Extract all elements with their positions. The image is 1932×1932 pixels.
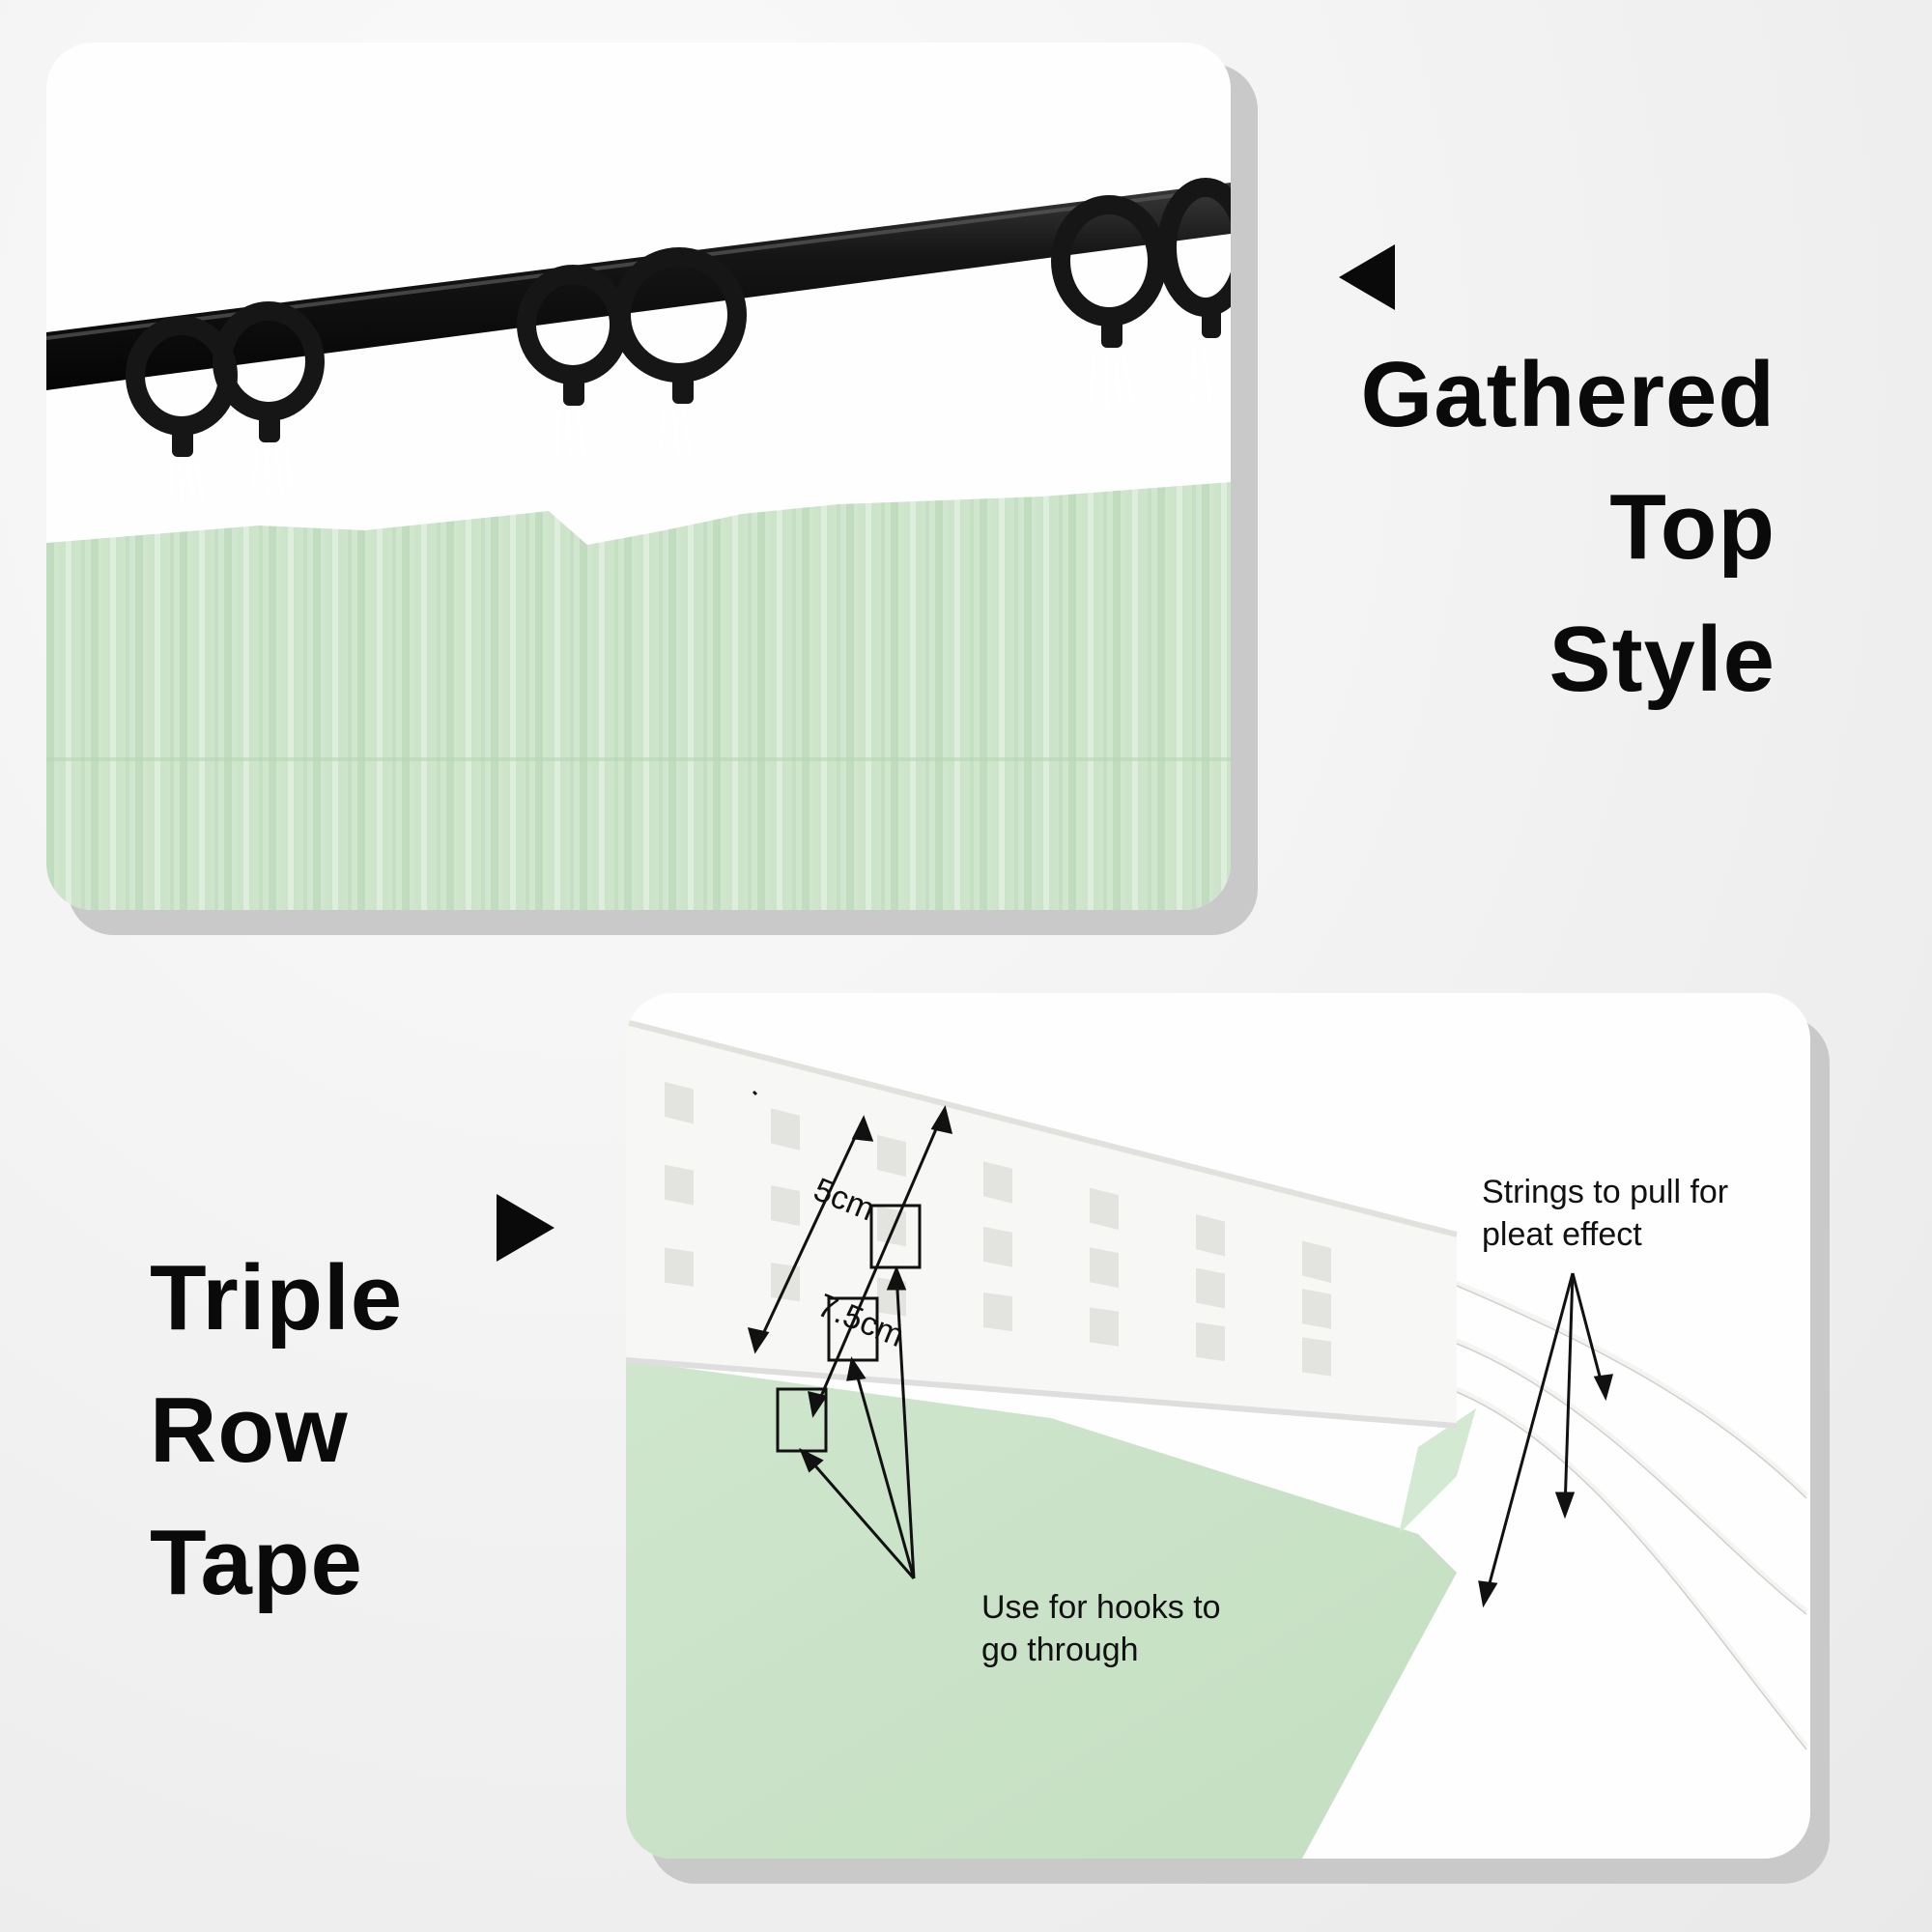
hooks-note: Use for hooks to go through [981, 1586, 1221, 1671]
heading-tape-photo: 5cm 7.5cm [626, 1019, 1808, 1859]
strings-note-line: Strings to pull for [1482, 1174, 1729, 1210]
top-photo-panel [46, 43, 1231, 910]
triangle-right-icon [497, 1194, 554, 1262]
heading-line: Triple [150, 1246, 404, 1350]
strings-note-line: pleat effect [1482, 1216, 1642, 1253]
heading-line: Style [1548, 608, 1776, 711]
triangle-left-icon [1339, 244, 1395, 310]
hooks-note-line: go through [981, 1632, 1139, 1668]
heading-line: Top [1609, 475, 1776, 579]
hooks-note-line: Use for hooks to [981, 1589, 1221, 1626]
heading-line: Tape [150, 1511, 363, 1614]
bottom-photo-panel: 5cm 7.5cm Strings to pull for [626, 993, 1810, 1859]
curtain-rings-photo [46, 178, 1231, 910]
strings-note: Strings to pull for pleat effect [1482, 1171, 1728, 1256]
triple-row-tape-heading: Triple Row Tape [150, 1232, 403, 1629]
heading-line: Row [150, 1378, 349, 1482]
heading-line: Gathered [1360, 343, 1776, 446]
hook-pocket-marker [869, 1204, 922, 1269]
gathered-top-style-heading: Gathered Top Style [1361, 328, 1776, 725]
